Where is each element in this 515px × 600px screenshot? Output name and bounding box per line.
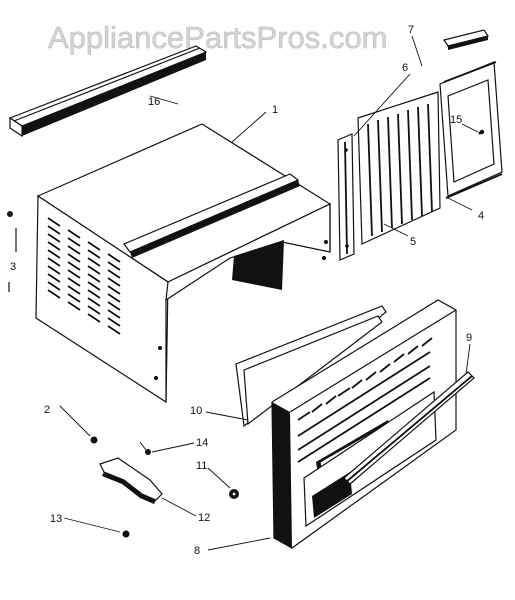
callout-15: 15 — [450, 114, 462, 126]
part-8-front-panel — [271, 299, 457, 549]
callout-9: 9 — [466, 332, 472, 344]
part-4-frame — [439, 61, 503, 199]
watermark-text: AppliancePartsPros.com — [48, 20, 387, 55]
part-7-top-strip — [443, 29, 489, 50]
callout-8: 8 — [194, 545, 200, 557]
callout-11: 11 — [196, 460, 207, 472]
cabinet-louvers — [47, 217, 121, 335]
callout-12: 12 — [198, 512, 210, 524]
callout-13: 13 — [50, 513, 62, 525]
part-10-rear-panel — [235, 305, 387, 428]
callout-6: 6 — [402, 62, 408, 74]
callout-2: 2 — [44, 404, 50, 416]
leader-14 — [151, 442, 195, 453]
part-9-rod — [343, 371, 475, 485]
callout-4: 4 — [478, 210, 484, 222]
part-12-bracket — [99, 457, 163, 504]
callout-10: 10 — [190, 405, 202, 417]
callout-3: 3 — [10, 261, 16, 273]
screws — [7, 131, 482, 538]
part-5-filter-panel — [357, 91, 441, 245]
leader-lines — [8, 35, 479, 551]
callout-14: 14 — [196, 437, 208, 449]
callouts: 1 2 3 4 5 6 7 8 9 10 11 12 13 14 15 16 — [10, 24, 484, 557]
callout-16: 16 — [148, 96, 160, 108]
callout-7: 7 — [408, 24, 414, 36]
callout-5: 5 — [410, 236, 416, 248]
part-16-top-rail — [8, 45, 208, 138]
callout-1: 1 — [272, 104, 278, 116]
part-6-side-strip — [337, 133, 355, 261]
